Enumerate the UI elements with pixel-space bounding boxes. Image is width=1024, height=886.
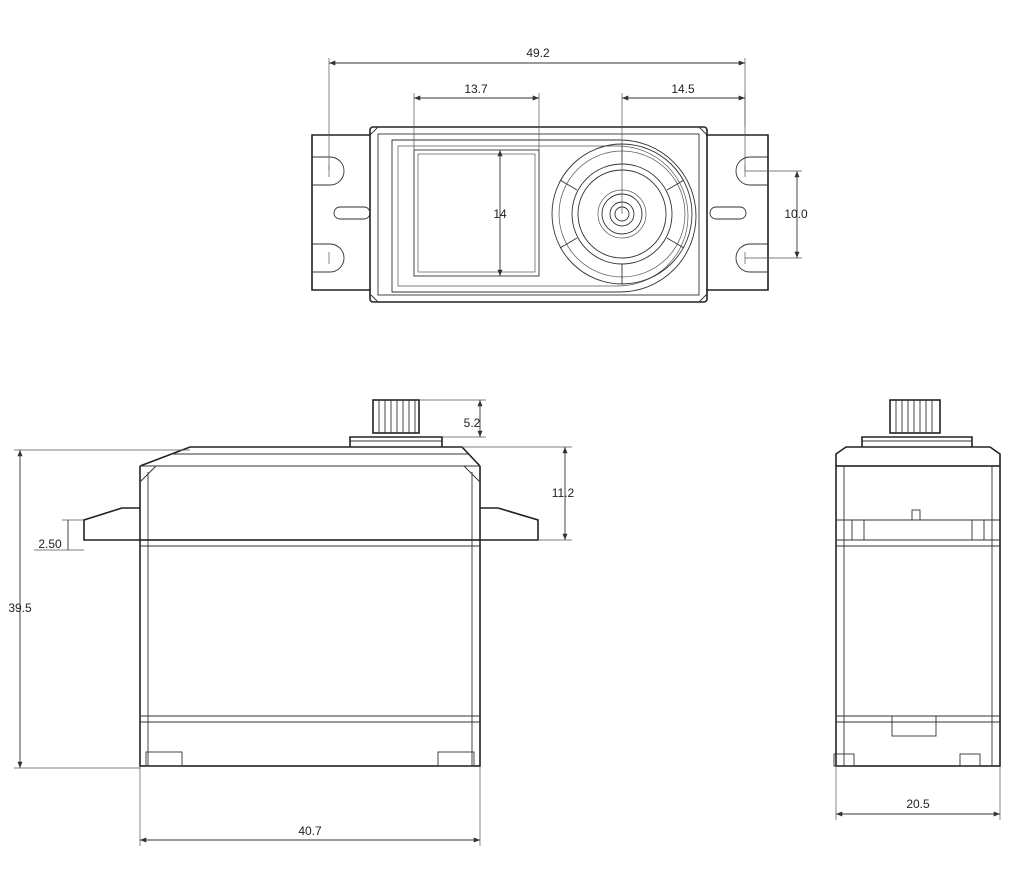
- dim-hole-spacing: 10.0: [745, 170, 808, 259]
- upper-case: [139, 466, 481, 540]
- left-mounting-tab: [311, 134, 370, 291]
- label-tab-thickness: 2.50: [38, 537, 62, 551]
- left-center-slot: [333, 206, 371, 220]
- dim-body-length: 40.7: [139, 766, 481, 846]
- lid-inner-line: [397, 145, 689, 287]
- output-spline: [372, 399, 420, 434]
- side-pin: [911, 509, 921, 521]
- case-outline: [369, 126, 708, 303]
- dim-overall-width: 49.2: [328, 46, 746, 170]
- left-mount-ear: [83, 507, 140, 541]
- hole-centerlines: [328, 165, 746, 264]
- label-overall-width: 49.2: [526, 46, 550, 60]
- case-inner-edge: [377, 133, 700, 296]
- right-center-slot: [709, 206, 747, 220]
- label-mount-to-top: 11.2: [552, 486, 575, 500]
- bottom-left-foot: [145, 751, 183, 767]
- dim-spline-offset: 14.5: [621, 82, 746, 214]
- dim-body-width: 20.5: [835, 766, 1001, 820]
- side-cable-exit: [891, 715, 937, 737]
- label-hole-spacing: 10.0: [784, 207, 808, 221]
- right-mount-ear: [480, 507, 539, 541]
- shaft-boss: [349, 436, 443, 447]
- spline-teeth: [378, 400, 416, 433]
- dim-window-width: 13.7: [413, 82, 540, 150]
- output-shaft-gear: [551, 143, 693, 285]
- label-window-width: 13.7: [464, 82, 488, 96]
- lid-outline: [391, 139, 697, 293]
- dim-mount-to-top: 11.2: [462, 446, 575, 541]
- right-upper-slot: [735, 156, 768, 186]
- side-top-cover: [835, 446, 1001, 466]
- label-body-width: 20.5: [906, 797, 930, 811]
- side-view: 20.5: [833, 399, 1001, 820]
- case-chamfers: [369, 126, 708, 303]
- label-total-height: 39.5: [8, 601, 32, 615]
- bottom-right-foot: [437, 751, 475, 767]
- side-spline: [889, 399, 941, 434]
- right-mounting-tab: [706, 134, 769, 291]
- dim-tab-thickness: 2.50: [34, 519, 84, 551]
- dim-spline-height: 5.2: [419, 399, 486, 438]
- front-view: 5.2 11.2 2.50 39.5 40.7: [8, 399, 575, 846]
- right-lower-slot: [735, 243, 768, 273]
- top-view: 49.2 13.7 14.5 14 10.0: [311, 46, 808, 303]
- label-window-height: 14: [493, 207, 507, 221]
- label-spline-offset: 14.5: [671, 82, 695, 96]
- side-boss: [861, 436, 973, 447]
- label-spline-height: 5.2: [464, 416, 481, 430]
- label-body-length: 40.7: [298, 824, 322, 838]
- dim-window-height: 14: [493, 150, 507, 276]
- label-window: [413, 149, 540, 277]
- left-upper-slot: [312, 156, 345, 186]
- top-cover: [139, 446, 481, 467]
- side-case: [835, 465, 1001, 767]
- main-case: [139, 539, 481, 767]
- dim-total-height: 39.5: [8, 449, 190, 769]
- left-lower-slot: [312, 243, 345, 273]
- label-window-inner: [417, 153, 536, 273]
